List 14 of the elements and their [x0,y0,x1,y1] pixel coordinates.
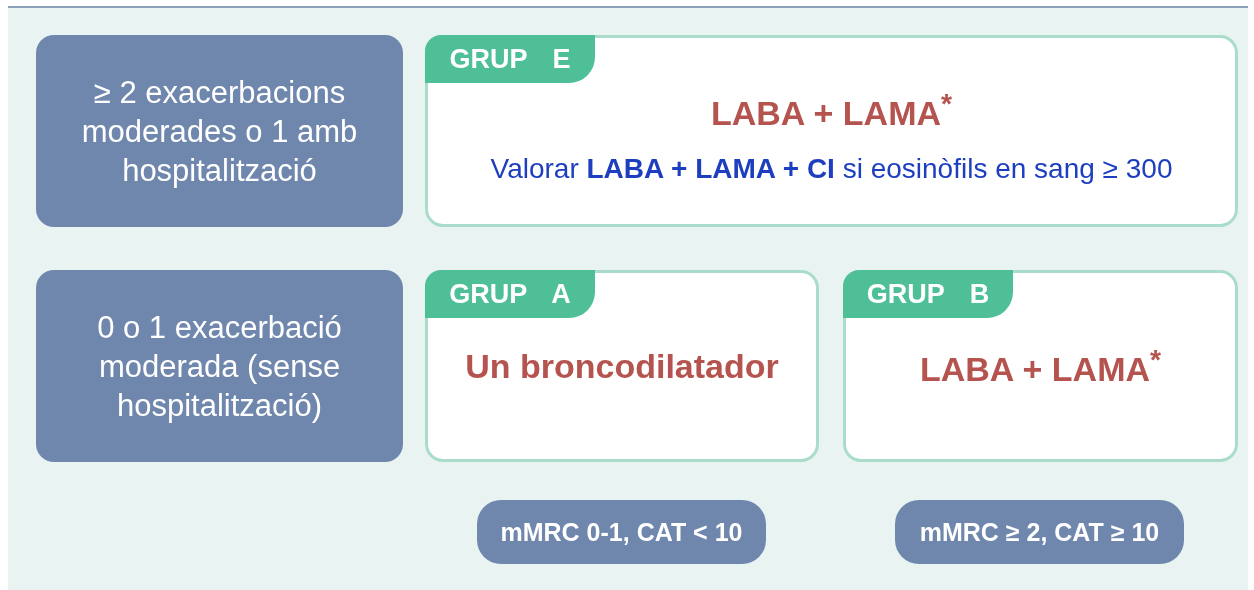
group-card [843,270,1238,462]
treatment-text: LABA + LAMA$^{*}$ [919,342,1162,390]
treatment-text: LABA + LAMA$^{*}$ [710,86,953,134]
treatment-text: Un broncodilatador [465,346,779,386]
criteria-pill: mMRC 0-1, CAT < 10 [477,500,766,564]
criteria-pill: mMRC ≥ 2, CAT ≥ 10 [895,500,1184,564]
group-tab: GRUP E [425,35,595,83]
row-header-box: 0 o 1 exacerbació moderada (sense hospitalització) [36,270,403,462]
group-tab: GRUP B [843,270,1013,318]
group-card [425,35,1238,227]
group-tab: GRUP A [425,270,595,318]
treatment-note: Valorar LABA + LAMA + CI si eosinòfils en sang ≥ 300 [490,153,1173,186]
group-card [425,270,819,462]
row-header-box: ≥ 2 exacerbacions moderades o 1 amb hospitalització [36,35,403,227]
